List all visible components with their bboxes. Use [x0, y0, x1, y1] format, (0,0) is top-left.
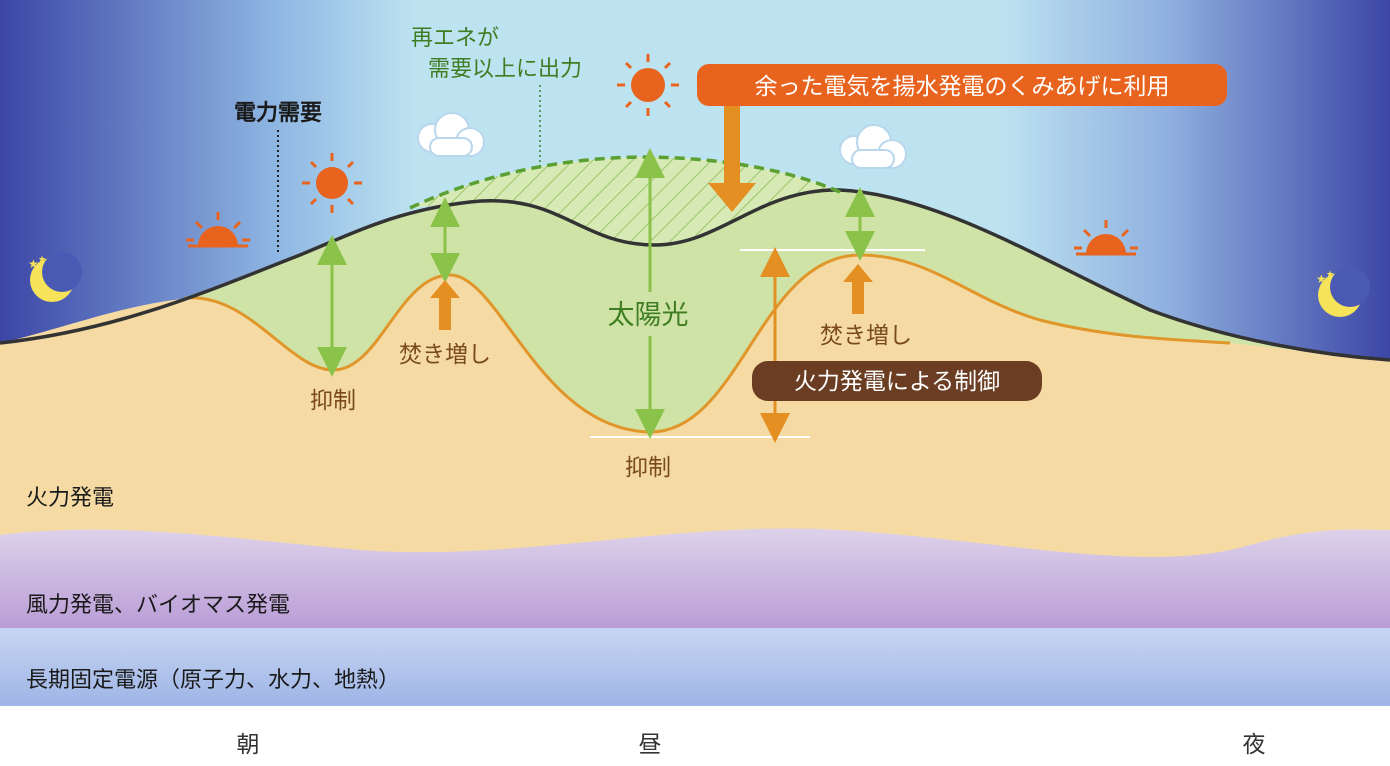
- renewable-output-dashed-line: [409, 155, 841, 210]
- thermal-area: [0, 255, 1390, 600]
- increase-arrow-right: [843, 264, 873, 314]
- svg-text:★: ★: [1326, 270, 1334, 280]
- increase-label-right: 焚き増し: [820, 323, 912, 349]
- suppress-label-center: 抑制: [625, 455, 671, 481]
- power-demand-curve: [0, 188, 1390, 362]
- wind-biomass-band: [0, 528, 1390, 630]
- increase-label-left: 焚き増し: [399, 342, 491, 368]
- power-demand-label: 電力需要: [234, 101, 322, 126]
- svg-text:★: ★: [1316, 272, 1327, 286]
- sun-icon: [617, 54, 679, 116]
- suppress-label-left: 抑制: [310, 388, 356, 414]
- renewable-label-line2: 需要以上に出力: [428, 57, 582, 82]
- baseload-band-label: 長期固定電源（原子力、水力、地熱）: [26, 668, 400, 693]
- sunset-icon: [1074, 220, 1138, 256]
- svg-text:★: ★: [1320, 287, 1329, 298]
- baseload-band: [0, 628, 1390, 706]
- moon-stars-icon: ★ ★ ★: [1316, 267, 1370, 317]
- time-night: 夜: [1243, 732, 1266, 758]
- svg-text:★: ★: [28, 257, 39, 271]
- cloud-icon: [417, 112, 485, 157]
- thermal-band-label: 火力発電: [26, 486, 114, 511]
- sunrise-icon: [186, 212, 250, 248]
- pumped-storage-callout: 余った電気を揚水発電のくみあげに利用: [697, 64, 1227, 106]
- pumped-storage-arrow: [708, 105, 756, 212]
- solar-label: 太陽光: [608, 300, 689, 331]
- svg-text:★: ★: [32, 272, 41, 283]
- moon-stars-icon: ★ ★ ★: [28, 252, 82, 302]
- wind-biomass-band-label: 風力発電、バイオマス発電: [26, 593, 290, 618]
- renewable-label-line1: 再エネが: [411, 26, 499, 51]
- cloud-icon: [839, 124, 907, 169]
- increase-arrow-left: [430, 280, 460, 330]
- sun-icon: [302, 153, 362, 213]
- time-morning: 朝: [237, 732, 260, 758]
- time-axis-strip: [0, 706, 1390, 766]
- svg-text:★: ★: [38, 255, 46, 265]
- thermal-control-callout: 火力発電による制御: [752, 361, 1042, 401]
- thermal-control-text: 火力発電による制御: [794, 369, 1000, 395]
- time-noon: 昼: [639, 732, 662, 758]
- pumped-storage-text: 余った電気を揚水発電のくみあげに利用: [755, 74, 1170, 100]
